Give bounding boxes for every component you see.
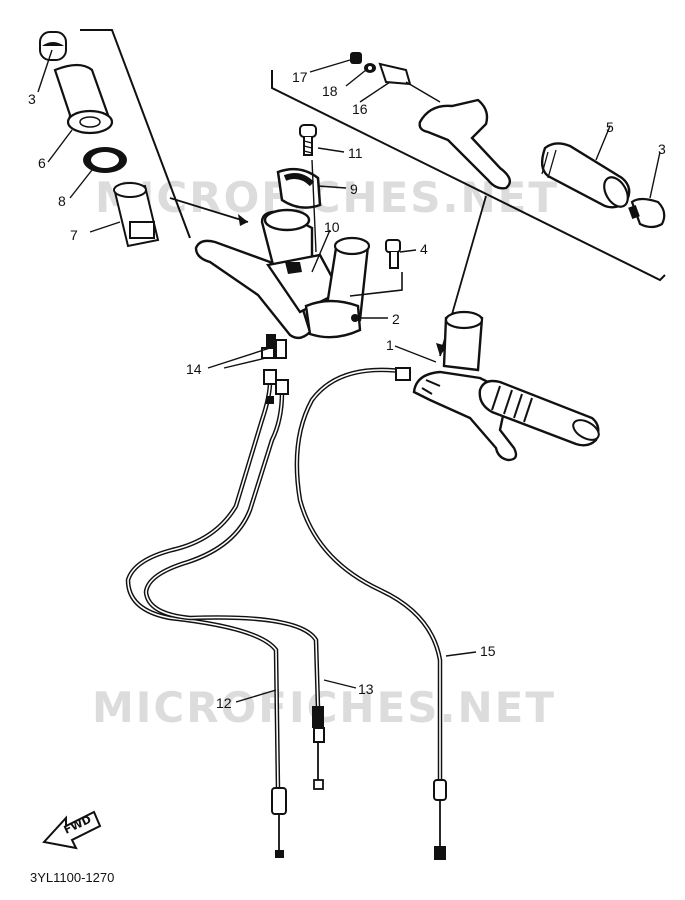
callout-13: 13	[358, 681, 374, 697]
washer-18	[364, 63, 376, 73]
cable-ends-top	[263, 369, 289, 404]
grip-left	[53, 63, 114, 135]
bolt-4-guide	[349, 272, 403, 297]
screw-11	[299, 124, 317, 156]
throttle-cable-13	[143, 391, 325, 790]
cable-15	[294, 367, 447, 860]
callout-17: 17	[292, 69, 308, 85]
callout-3-left: 3	[28, 91, 36, 107]
callout-11: 11	[348, 145, 363, 161]
throttle-grip-sleeve	[113, 182, 160, 248]
right-group-bracket	[271, 70, 666, 282]
callout-3-right: 3	[658, 141, 666, 157]
callout-16: 16	[352, 101, 368, 117]
callout-6: 6	[38, 155, 46, 171]
callout-7: 7	[70, 227, 78, 243]
callout-15: 15	[480, 643, 496, 659]
grip-end-left	[39, 31, 67, 61]
handlebar-tube-center	[323, 236, 371, 322]
left-group-bracket	[80, 29, 191, 239]
lever-holder-right	[442, 310, 484, 372]
diagram-code: 3YL1100-1270	[30, 870, 114, 885]
throttle-cable-12	[125, 381, 287, 858]
leader-lines	[37, 49, 661, 703]
callout-8: 8	[58, 193, 66, 209]
clamp-2	[304, 299, 362, 339]
grip-right-installed	[478, 379, 600, 447]
bolt-4	[385, 239, 401, 269]
lever-holder-16	[378, 62, 412, 86]
cable-adjuster-pair	[261, 334, 287, 359]
assembly-arrow-left	[169, 197, 249, 223]
screw-17	[350, 52, 362, 64]
collar-ring	[83, 147, 127, 173]
callout-1: 1	[386, 337, 394, 353]
callout-18: 18	[322, 83, 338, 99]
clutch-lever-left	[194, 239, 312, 340]
callout-9: 9	[350, 181, 358, 197]
callout-12: 12	[216, 695, 232, 711]
grip-end-right	[628, 197, 666, 229]
throttle-housing-upper	[276, 167, 322, 209]
front-brake-lever	[418, 98, 512, 190]
callout-4: 4	[420, 241, 428, 257]
callout-10: 10	[324, 219, 340, 235]
callout-5: 5	[606, 119, 614, 135]
callout-14: 14	[186, 361, 202, 377]
callout-2: 2	[392, 311, 400, 327]
grip-right	[540, 142, 631, 209]
fwd-arrow-icon: FWD	[42, 810, 102, 850]
